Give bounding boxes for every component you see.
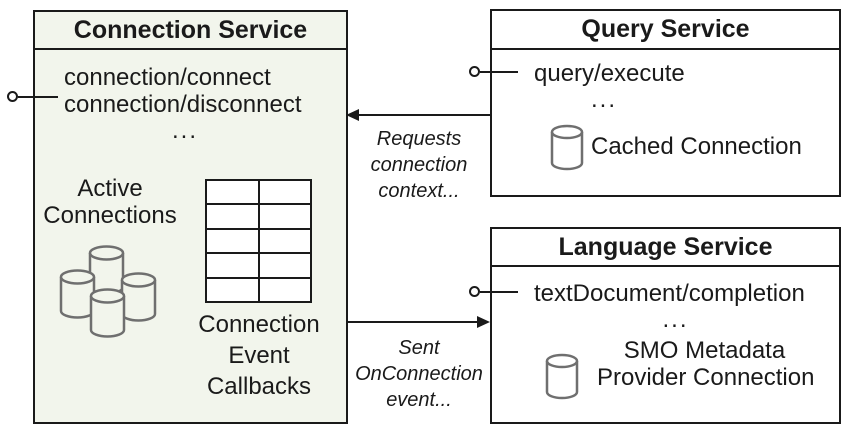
cylinder-bottom — [89, 288, 126, 338]
cached-connection-label: Cached Connection — [591, 133, 802, 160]
sent-label-line2: OnConnection — [355, 363, 483, 385]
language-service-methods: textDocument/completion ... — [534, 280, 817, 332]
methods-ellipsis: ... — [662, 306, 689, 333]
table-cell — [207, 229, 258, 253]
left-arrowhead-icon — [346, 109, 359, 121]
interface-lollipop-icon — [469, 66, 480, 77]
connection-service-box: Connection Service connection/connect co… — [33, 10, 348, 424]
callback-table-icon — [205, 179, 312, 303]
table-cell — [207, 205, 258, 228]
interface-lollipop-line — [18, 96, 58, 98]
active-connections-line1: Active — [77, 175, 143, 202]
callbacks-line1: Connection — [198, 311, 320, 338]
method-connection-disconnect: connection/disconnect — [64, 91, 302, 118]
connection-service-methods: connection/connect connection/disconnect… — [64, 64, 306, 143]
connection-service-title: Connection Service — [35, 12, 346, 50]
table-cell — [259, 229, 310, 253]
smo-line2: Provider Connection — [597, 364, 815, 391]
database-icon — [550, 124, 584, 171]
query-service-methods: query/execute ... — [534, 60, 685, 112]
method-textdocument-completion: textDocument/completion — [534, 280, 805, 307]
connection-event-callbacks-label: Connection Event Callbacks — [183, 309, 335, 402]
cylinder-right — [120, 272, 157, 322]
interface-lollipop-icon — [469, 286, 480, 297]
interface-lollipop-line — [480, 71, 518, 73]
interface-lollipop-icon — [7, 91, 18, 102]
language-service-box: Language Service textDocument/completion… — [490, 227, 841, 424]
requests-arrow-line — [356, 114, 490, 116]
method-connection-connect: connection/connect — [64, 64, 271, 91]
table-cell — [207, 254, 258, 277]
requests-label-line1: Requests — [376, 128, 462, 150]
sent-label-line3: event... — [386, 389, 452, 411]
table-cell — [259, 278, 310, 301]
methods-ellipsis: ... — [590, 86, 617, 113]
table-cell — [259, 254, 310, 277]
sent-label-line1: Sent — [398, 337, 440, 359]
database-icon — [545, 353, 579, 400]
active-connections-label: Active Connections — [35, 175, 185, 229]
cylinder-left — [59, 269, 96, 319]
table-cell — [259, 205, 310, 228]
query-service-box: Query Service query/execute ... Cached C… — [490, 9, 841, 197]
language-service-title: Language Service — [492, 229, 839, 267]
table-cell — [259, 181, 310, 204]
requests-connection-context-label: Requests connection context... — [349, 126, 489, 204]
interface-lollipop-line — [480, 291, 518, 293]
table-cell — [207, 278, 258, 301]
active-connections-icon — [59, 245, 157, 338]
callbacks-line2: Event — [228, 342, 290, 369]
callbacks-line3: Callbacks — [206, 373, 312, 400]
smo-metadata-label: SMO Metadata Provider Connection — [597, 337, 815, 391]
sent-arrow-line — [348, 321, 479, 323]
active-connections-line2: Connections — [43, 202, 177, 229]
query-service-title: Query Service — [492, 11, 839, 50]
requests-label-line2: connection — [370, 154, 468, 176]
requests-label-line3: context... — [378, 180, 460, 202]
methods-ellipsis: ... — [171, 117, 198, 144]
table-cell — [207, 181, 258, 204]
sent-onconnection-event-label: Sent OnConnection event... — [349, 335, 489, 413]
smo-line1: SMO Metadata — [623, 337, 786, 364]
right-arrowhead-icon — [477, 316, 490, 328]
method-query-execute: query/execute — [534, 60, 685, 87]
